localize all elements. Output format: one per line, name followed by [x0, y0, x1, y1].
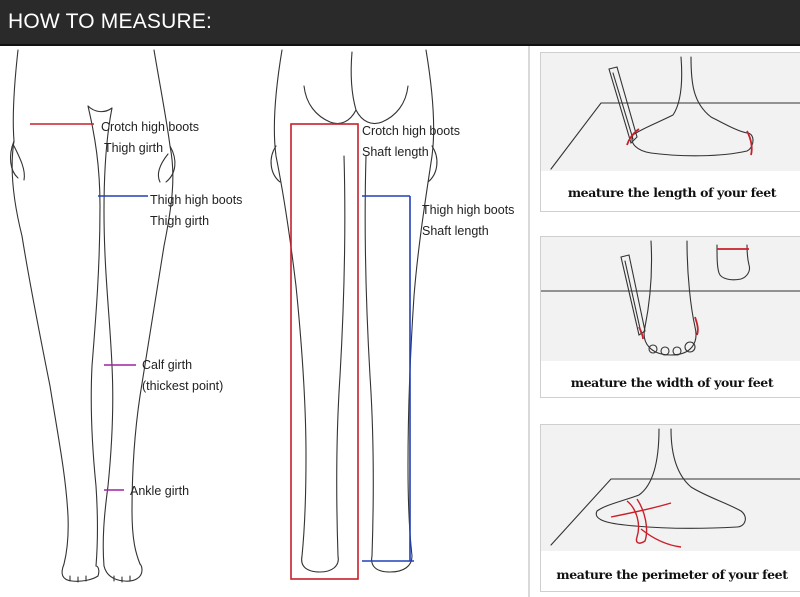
calf-girth-label: Calf girth	[142, 358, 193, 372]
front-thigh-thigh-girth-label: Thigh girth	[150, 214, 210, 228]
back-crotch-shaft-label: Shaft length	[362, 145, 429, 159]
feet-instructions-panel: meature the length of your feet meature …	[528, 46, 800, 597]
foot-width-illustration	[541, 237, 800, 361]
calf-note-label: (thickest point)	[142, 379, 224, 393]
header-bar: HOW TO MEASURE:	[0, 0, 800, 46]
ankle-girth-label: Ankle girth	[130, 484, 190, 498]
back-crotch-boots-label: Crotch high boots	[362, 124, 460, 138]
foot-perimeter-illustration	[541, 425, 800, 551]
foot-length-caption: meature the length of your feet	[567, 185, 777, 200]
foot-perimeter-caption: meature the perimeter of your feet	[556, 567, 788, 582]
legs-illustration	[9, 49, 438, 583]
legs-diagram-panel: Crotch high boots Thigh girth Thigh high…	[0, 46, 527, 597]
front-crotch-boots-label: Crotch high boots	[101, 120, 199, 134]
foot-perimeter-card: meature the perimeter of your feet	[540, 424, 800, 592]
foot-width-card: meature the width of your feet	[540, 236, 800, 398]
foot-length-card: meature the length of your feet	[540, 52, 800, 212]
back-thigh-boots-label: Thigh high boots	[422, 203, 515, 217]
back-thigh-shaft-label: Shaft length	[422, 224, 489, 238]
page-title: HOW TO MEASURE:	[8, 10, 213, 33]
front-thigh-boots-label: Thigh high boots	[150, 193, 243, 207]
foot-length-illustration	[541, 53, 800, 171]
front-crotch-thigh-girth-label: Thigh girth	[104, 141, 164, 155]
foot-width-caption: meature the width of your feet	[570, 375, 774, 390]
